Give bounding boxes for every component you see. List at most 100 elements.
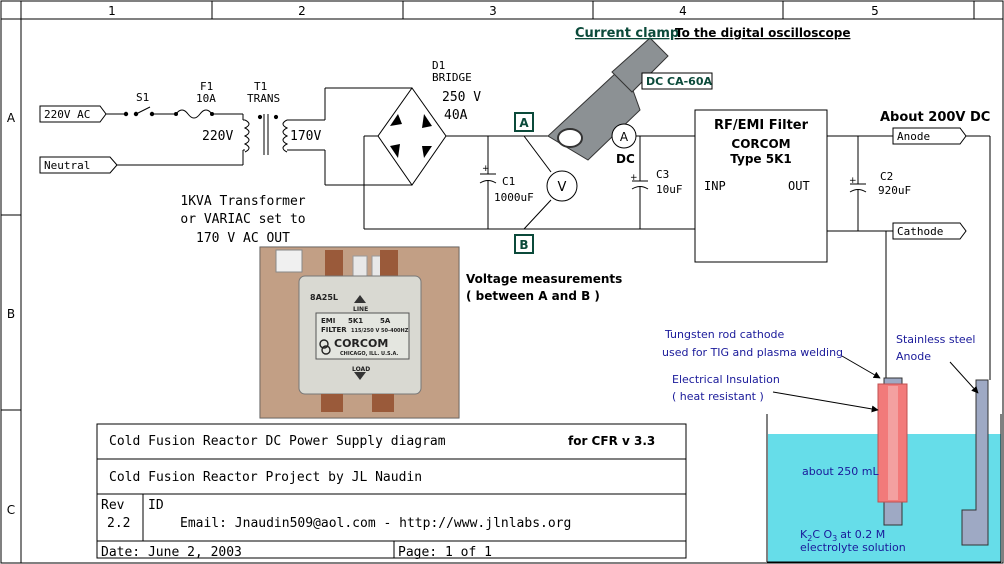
cathode-note-2: used for TIG and plasma welding bbox=[662, 346, 843, 359]
svg-text:A: A bbox=[519, 116, 529, 130]
c2-name: C2 bbox=[880, 170, 893, 183]
photo-rating: 115/250 V 50-400HZ bbox=[351, 328, 409, 334]
voltmeter: V bbox=[523, 135, 578, 230]
photo-amps: 5A bbox=[380, 317, 391, 325]
insulation-note-1: Electrical Insulation bbox=[672, 373, 780, 386]
primary-wiring bbox=[106, 113, 244, 166]
corcom-logo bbox=[319, 339, 331, 355]
photo-load: LOAD bbox=[352, 366, 370, 373]
current-clamp bbox=[547, 37, 669, 161]
neutral-connector: Neutral bbox=[39, 156, 118, 174]
anode-note-2: Anode bbox=[896, 350, 931, 363]
bridge-voltage: 250 V bbox=[442, 90, 481, 105]
fuse-f1: F1 10A bbox=[174, 80, 243, 119]
ac-line-connector: 220V AC bbox=[39, 105, 107, 123]
svg-text:Type 5K1: Type 5K1 bbox=[730, 152, 792, 166]
electrolyte-note: electrolyte solution bbox=[800, 541, 906, 554]
contact-info: Email: Jnaudin509@aol.com - http://www.j… bbox=[180, 516, 571, 531]
cathode-note-1: Tungsten rod cathode bbox=[664, 328, 785, 341]
rev-label: Rev bbox=[101, 498, 125, 513]
page-label: Page: 1 of 1 bbox=[398, 545, 492, 560]
photo-model: 5K1 bbox=[348, 317, 363, 325]
id-label: ID bbox=[148, 498, 164, 513]
photo-line: LINE bbox=[353, 306, 368, 313]
anode-note-1: Stainless steel bbox=[896, 333, 975, 346]
photo-code: 8A25L bbox=[310, 293, 338, 302]
title-block-version: for CFR v 3.3 bbox=[568, 434, 655, 448]
title-block bbox=[96, 423, 687, 559]
c1-plus: + bbox=[482, 164, 490, 174]
row-label-a: A bbox=[7, 111, 16, 125]
svg-text:DC CA-60A: DC CA-60A bbox=[646, 75, 712, 88]
column-label-4: 4 bbox=[679, 4, 687, 18]
measurement-point-a: A bbox=[514, 112, 534, 132]
measurement-point-b: B bbox=[514, 234, 534, 254]
voltage-caption-2: ( between A and B ) bbox=[466, 289, 600, 303]
secondary-voltage-label: 170V bbox=[290, 129, 321, 144]
row-label-b: B bbox=[7, 307, 15, 321]
clamp-title: Current clamp bbox=[575, 26, 679, 41]
cell-pointers bbox=[772, 355, 979, 413]
date-label: Date: June 2, 2003 bbox=[101, 545, 242, 560]
photo-city: CHICAGO, ILL. U.S.A. bbox=[340, 351, 398, 357]
output-voltage-label: About 200V DC bbox=[880, 110, 990, 125]
svg-text:RF/EMI Filter: RF/EMI Filter bbox=[714, 118, 809, 133]
svg-text:Cathode: Cathode bbox=[897, 225, 943, 238]
svg-text:CORCOM: CORCOM bbox=[731, 137, 790, 151]
svg-text:OUT: OUT bbox=[788, 179, 810, 193]
insulation-note-2: ( heat resistant ) bbox=[672, 390, 764, 403]
svg-text:or VARIAC set to: or VARIAC set to bbox=[180, 212, 305, 227]
svg-text:220V AC: 220V AC bbox=[44, 108, 90, 121]
photo-emi: EMI bbox=[321, 317, 335, 325]
voltage-caption-1: Voltage measurements bbox=[466, 272, 622, 286]
svg-text:S1: S1 bbox=[136, 91, 149, 104]
c3-value: 10uF bbox=[656, 183, 683, 196]
electrolysis-cell bbox=[766, 377, 1002, 563]
transformer-type-label: TRANS bbox=[247, 92, 280, 105]
bridge-current: 40A bbox=[444, 108, 468, 123]
c1-name: C1 bbox=[502, 175, 515, 188]
photo-filter: FILTER bbox=[321, 326, 347, 334]
switch-s1: S1 bbox=[123, 91, 176, 117]
row-label-c: C bbox=[7, 503, 15, 517]
clamp-subtitle: To the digital oscilloscope bbox=[675, 26, 850, 40]
cathode-connector: Cathode bbox=[892, 222, 967, 240]
volume-note: about 250 mL bbox=[802, 465, 879, 478]
title-block-project: Cold Fusion Reactor Project by JL Naudin bbox=[109, 470, 422, 485]
svg-text:DC: DC bbox=[616, 152, 635, 166]
c2-plus: + bbox=[849, 176, 857, 186]
svg-text:1KVA Transformer: 1KVA Transformer bbox=[180, 194, 305, 209]
title-block-title: Cold Fusion Reactor DC Power Supply diag… bbox=[109, 434, 446, 449]
column-label-5: 5 bbox=[871, 4, 879, 18]
clamp-model-label: DC CA-60A bbox=[641, 72, 713, 90]
column-label-3: 3 bbox=[489, 4, 497, 18]
c1-value: 1000uF bbox=[494, 191, 534, 204]
rev-value: 2.2 bbox=[107, 516, 130, 531]
svg-text:INP: INP bbox=[704, 179, 726, 193]
c2-value: 920uF bbox=[878, 184, 911, 197]
svg-text:170 V AC OUT: 170 V AC OUT bbox=[196, 231, 290, 246]
svg-text:Anode: Anode bbox=[897, 130, 930, 143]
anode-connector: Anode bbox=[892, 127, 967, 145]
primary-voltage-label: 220V bbox=[202, 129, 233, 144]
column-label-2: 2 bbox=[298, 4, 306, 18]
svg-text:A: A bbox=[620, 130, 629, 144]
svg-text:B: B bbox=[519, 238, 528, 252]
capacitor-c1 bbox=[479, 136, 497, 229]
svg-text:Neutral: Neutral bbox=[44, 159, 90, 172]
emi-filter-block: RF/EMI Filter CORCOM Type 5K1 INP OUT bbox=[694, 109, 828, 263]
transformer-t1 bbox=[243, 87, 412, 186]
c3-name: C3 bbox=[656, 168, 669, 181]
bridge-name: D1 bbox=[432, 59, 445, 72]
bridge-type: BRIDGE bbox=[432, 71, 472, 84]
photo-brand: CORCOM bbox=[334, 337, 388, 350]
bridge-rectifier-d1 bbox=[363, 87, 695, 230]
ammeter: A DC bbox=[611, 123, 637, 166]
filter-photo: 8A25L LINE EMI 5K1 5A FILTER 115/250 V 5… bbox=[259, 246, 460, 419]
transformer-label: T1 bbox=[254, 80, 267, 93]
transformer-note: 1KVA Transformer or VARIAC set to 170 V … bbox=[180, 194, 305, 246]
